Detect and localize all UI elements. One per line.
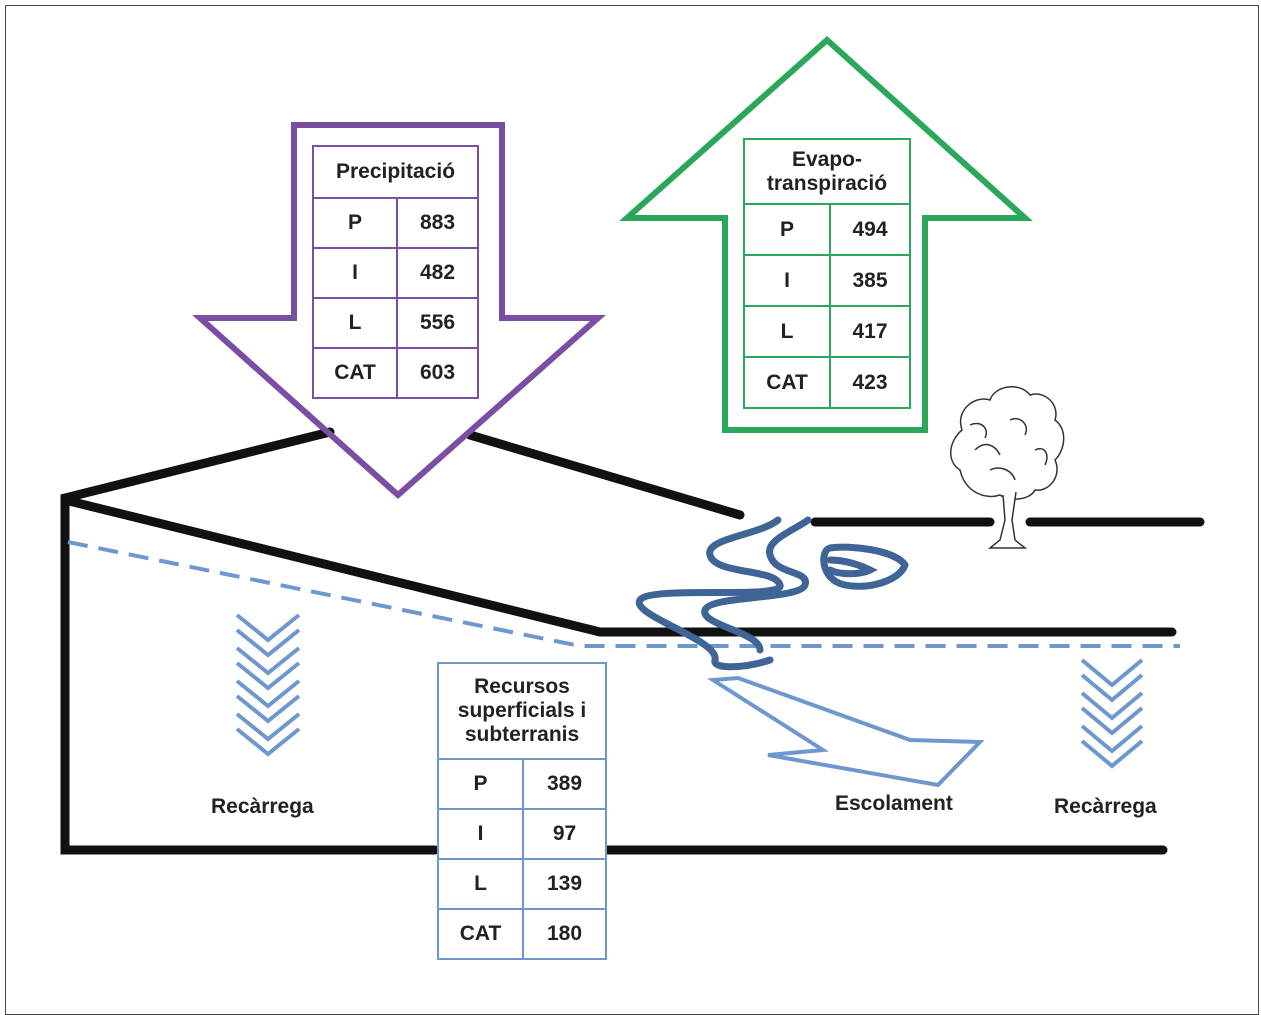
value-cell: 603 <box>396 347 479 399</box>
value-cell: 139 <box>522 858 607 910</box>
terrain-top-mid <box>60 427 440 855</box>
evapotranspiration-arrow <box>619 35 1033 433</box>
river-icon <box>635 516 909 671</box>
value-cell: 423 <box>829 356 911 409</box>
value-cell: 97 <box>522 808 607 860</box>
precipitation-title: Precipitació <box>312 145 479 199</box>
runoff-label: Escolament <box>835 792 953 815</box>
region-cell: I <box>743 254 831 307</box>
value-cell: 385 <box>829 254 911 307</box>
value-cell: 494 <box>829 203 911 256</box>
value-cell: 482 <box>396 247 479 299</box>
region-cell: I <box>312 247 398 299</box>
resources-title-line1: Recursos <box>474 675 570 698</box>
runoff-arrow <box>706 675 985 788</box>
region-cell: I <box>437 808 524 860</box>
evapotranspiration-title-line1: Evapo- <box>791 147 862 171</box>
value-cell: 180 <box>522 908 607 960</box>
region-cell: CAT <box>312 347 398 399</box>
region-cell: CAT <box>437 908 524 960</box>
terrain-lines <box>60 427 1205 855</box>
evapotranspiration-title-line2: transpiració <box>766 171 888 195</box>
resources-title-line2: superficials i <box>457 699 587 722</box>
aquifer-top <box>60 495 1177 637</box>
value-cell: 389 <box>522 758 607 810</box>
precipitation-arrow <box>192 122 606 500</box>
region-cell: CAT <box>743 356 831 409</box>
value-cell: 417 <box>829 305 911 358</box>
recharge-right-label: Recàrrega <box>1054 795 1157 818</box>
region-cell: L <box>743 305 831 358</box>
water-table-line <box>67 540 1180 648</box>
resources-title: Recursos superficials i subterranis <box>437 662 607 760</box>
value-cell: 883 <box>396 197 479 249</box>
region-cell: L <box>437 858 524 910</box>
region-cell: P <box>743 203 831 256</box>
recharge-left-label: Recàrrega <box>211 795 314 818</box>
recharge-chevrons-left <box>235 613 301 757</box>
region-cell: P <box>437 758 524 810</box>
region-cell: L <box>312 297 398 349</box>
evapotranspiration-title: Evapo- transpiració <box>743 138 911 205</box>
recharge-chevrons-right <box>1080 658 1144 769</box>
terrain-top-left <box>465 430 745 520</box>
region-cell: P <box>312 197 398 249</box>
value-cell: 556 <box>396 297 479 349</box>
tree-icon <box>950 386 1065 549</box>
resources-title-line3: subterranis <box>464 723 580 746</box>
